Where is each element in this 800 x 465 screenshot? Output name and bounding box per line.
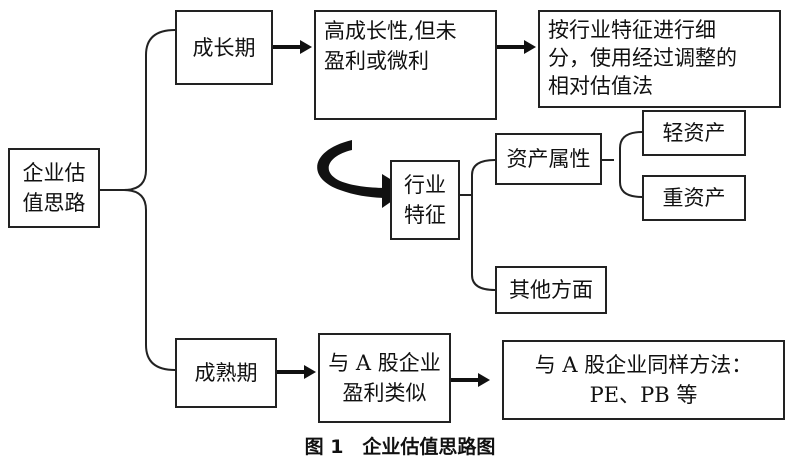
mature-trait-node: 与 A 股企业盈利类似 <box>318 333 451 423</box>
heavy-asset-node: 重资产 <box>642 175 746 221</box>
other-aspects-node: 其他方面 <box>495 266 607 314</box>
root-node: 企业估值思路 <box>8 148 100 228</box>
light-asset-node: 轻资产 <box>642 110 746 156</box>
figure-caption: 图 1 企业估值思路图 <box>304 436 496 458</box>
industry-feature-node: 行业特征 <box>390 160 460 240</box>
mature-stage-node: 成熟期 <box>175 338 277 408</box>
growth-method-node: 按行业特征进行细 分，使用经过调整的 相对估值法 <box>538 10 781 108</box>
curved-arrow-icon <box>317 140 388 198</box>
mature-method-node: 与 A 股企业同样方法：PE、PB 等 <box>502 340 785 420</box>
growth-stage-node: 成长期 <box>175 10 273 85</box>
growth-trait-node: 高成长性,但未 盈利或微利 <box>314 10 497 120</box>
asset-attribute-node: 资产属性 <box>495 133 602 185</box>
